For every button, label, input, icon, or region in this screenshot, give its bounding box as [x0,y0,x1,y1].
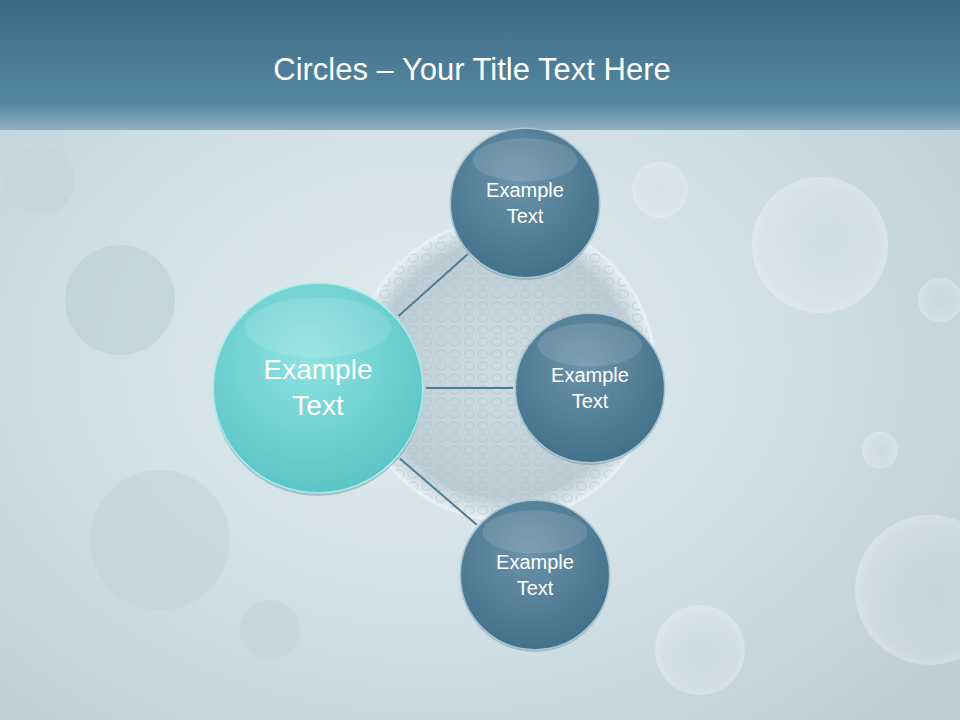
node-label: Example Text [551,362,629,414]
circle-outline [210,280,426,496]
connector-line [399,254,468,316]
slide-title: Circles – Your Title Text Here [0,52,944,88]
title-band [0,0,960,130]
connector-line [426,387,513,389]
node-label: Example Text [496,549,574,601]
circle-outline [458,498,612,652]
connector-line [400,459,477,525]
circle-outline [448,126,602,280]
item-circle: Example Text [458,498,612,652]
item-circle: Example Text [513,311,667,465]
circle-outline [513,311,667,465]
node-label: Example Text [264,352,373,425]
item-circle: Example Text [448,126,602,280]
node-label: Example Text [486,177,564,229]
main-circle: Example Text [210,280,426,496]
